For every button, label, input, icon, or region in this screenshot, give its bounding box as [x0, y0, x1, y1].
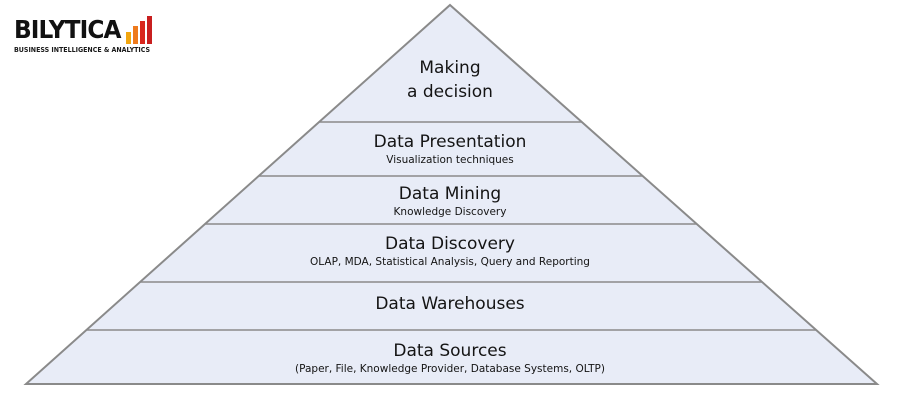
- bar-chart-icon: [126, 16, 152, 44]
- logo-wordmark: BILYTICA: [14, 15, 121, 44]
- logo-bar-4: [147, 16, 152, 44]
- level-subtitle: Visualization techniques: [386, 154, 514, 166]
- logo-bar-1: [126, 32, 131, 44]
- logo-bar-3: [140, 21, 145, 44]
- pyramid-outline: [23, 3, 880, 385]
- level-title: Data Warehouses: [375, 294, 525, 314]
- level-data-discovery: Data Discovery OLAP, MDA, Statistical An…: [240, 234, 660, 269]
- level-title: Data Mining: [398, 184, 502, 204]
- logo-tagline: BUSINESS INTELLIGENCE & ANALYTICS: [14, 46, 151, 54]
- level-subtitle: OLAP, MDA, Statistical Analysis, Query a…: [310, 256, 590, 268]
- level-title: Data Sources: [393, 341, 507, 361]
- level-subtitle: (Paper, File, Knowledge Provider, Databa…: [295, 363, 605, 375]
- level-title: Data Presentation: [373, 132, 527, 152]
- level-data-warehouses: Data Warehouses: [250, 294, 650, 315]
- level-data-presentation: Data Presentation Visualization techniqu…: [300, 132, 600, 167]
- level-data-sources: Data Sources (Paper, File, Knowledge Pro…: [200, 341, 700, 376]
- level-title-line1: Making: [419, 58, 481, 78]
- level-subtitle: Knowledge Discovery: [393, 206, 507, 218]
- level-data-mining: Data Mining Knowledge Discovery: [300, 184, 600, 219]
- logo-bar-2: [133, 26, 138, 44]
- level-title: Data Discovery: [385, 234, 515, 254]
- pyramid-dividers: [86, 121, 817, 331]
- bilytica-logo: BILYTICA BUSINESS INTELLIGENCE & ANALYTI…: [14, 16, 154, 62]
- level-title-line2: a decision: [407, 82, 493, 102]
- level-making-decision: Making a decision: [330, 56, 570, 104]
